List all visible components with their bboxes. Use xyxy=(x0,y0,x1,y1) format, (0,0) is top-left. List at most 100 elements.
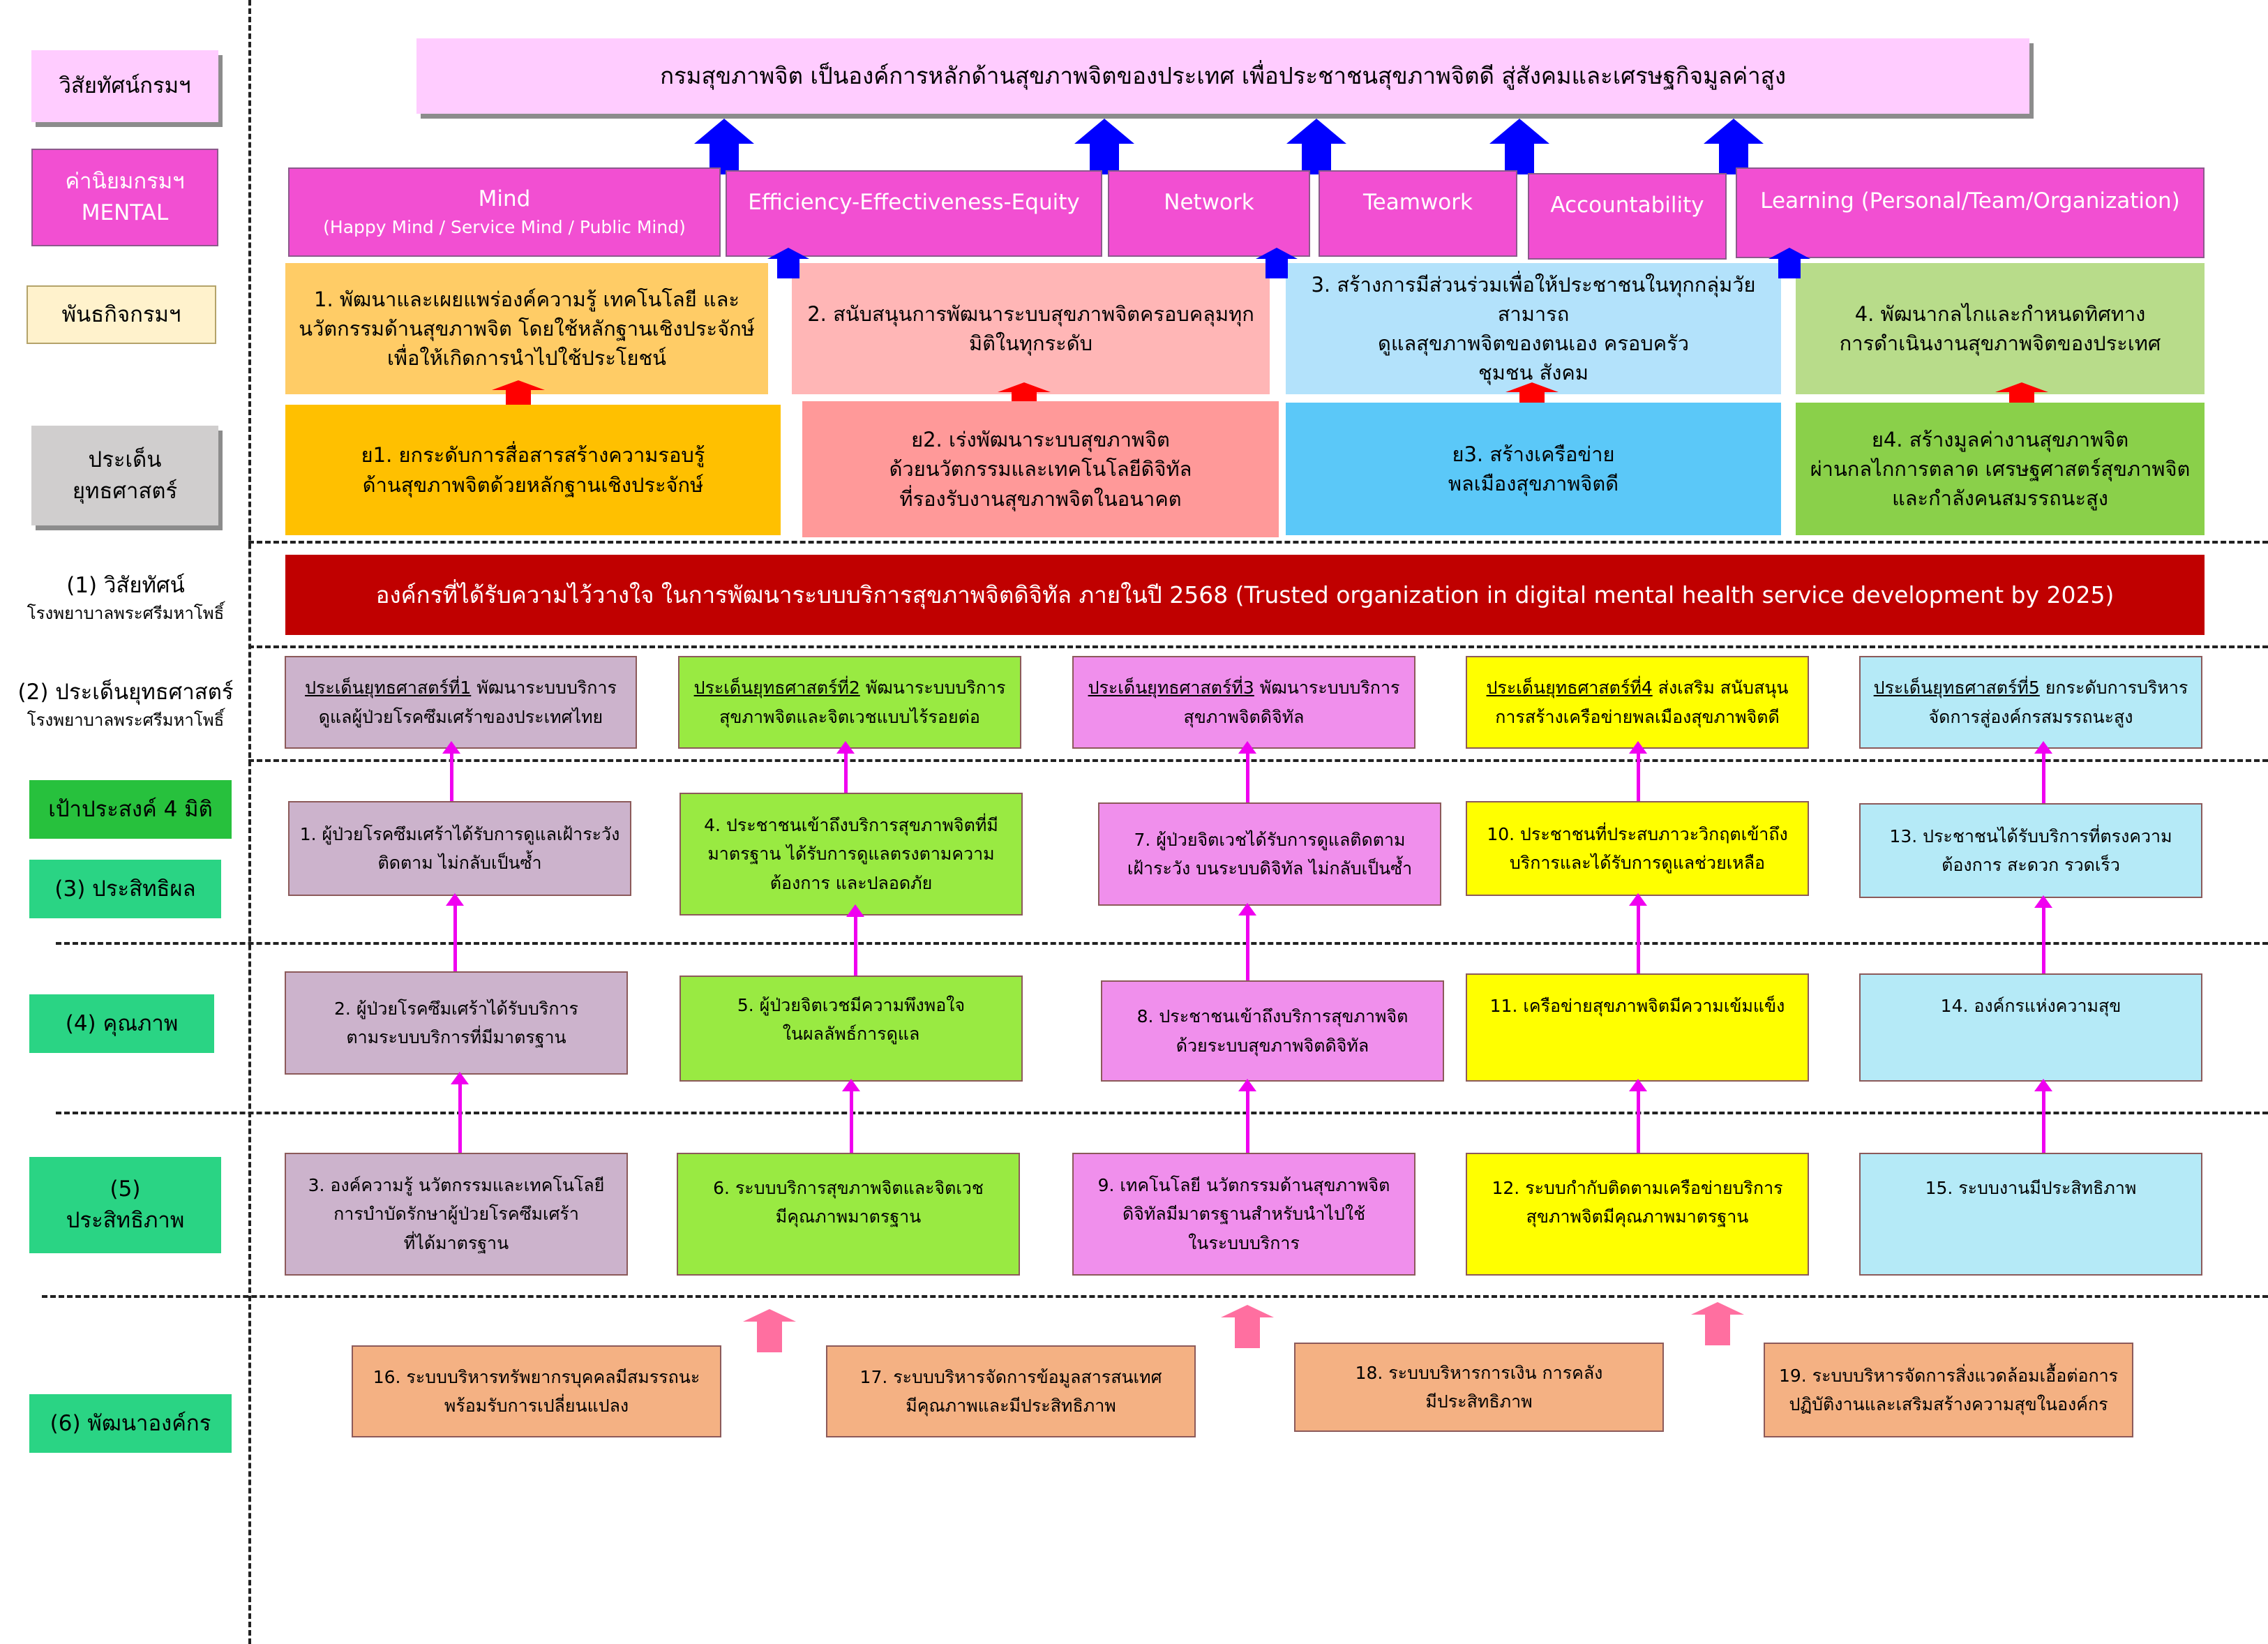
mission-text: 1. พัฒนาและเผยแพร่องค์ความรู้ เทคโนโลยี … xyxy=(314,287,739,311)
connector-arrow xyxy=(446,893,464,971)
value-subtitle: (Happy Mind / Service Mind / Public Mind… xyxy=(323,217,686,238)
connector-arrow xyxy=(442,741,460,801)
label-hospital-strategic-issues: (2) ประเด็นยุทธศาสตร์ โรงพยาบาลพระศรีมหา… xyxy=(10,673,241,736)
quality-goal-5: 5. ผู้ป่วยจิตเวชมีความพึงพอใจ ในผลลัพธ์ก… xyxy=(679,976,1023,1082)
goal-text: 7. ผู้ป่วยจิตเวชได้รับการดูแลติดตาม xyxy=(1134,829,1406,850)
goal-text: 15. ระบบงานมีประสิทธิภาพ xyxy=(1925,1178,2137,1198)
strategy-heading: ประเด็นยุทธศาสตร์ที่1 xyxy=(305,678,472,698)
goal-text: 10. ประชาชนที่ประสบภาวะวิกฤตเข้าถึง xyxy=(1487,823,1788,844)
goal-text: ด้วยระบบสุขภาพจิตดิจิทัล xyxy=(1176,1035,1369,1056)
mission-3: 3. สร้างการมีส่วนร่วมเพื่อให้ประชาชนในทุ… xyxy=(1286,263,1781,394)
strategy-heading: ประเด็นยุทธศาสตร์ที่5 xyxy=(1873,678,2040,698)
mission-text: 3. สร้างการมีส่วนร่วมเพื่อให้ประชาชนในทุ… xyxy=(1311,272,1756,326)
goal-text: มีคุณภาพมาตรฐาน xyxy=(775,1206,922,1227)
goal-text: 14. องค์กรแห่งความสุข xyxy=(1940,996,2121,1016)
connector-arrow xyxy=(2034,895,2052,973)
effectiveness-goal-1: 1. ผู้ป่วยโรคซึมเศร้าได้รับการดูแลเฝ้าระ… xyxy=(288,801,631,896)
mission-4: 4. พัฒนากลไกและกำหนดทิศทาง การดำเนินงานส… xyxy=(1796,263,2205,394)
connector-arrow xyxy=(1238,741,1256,802)
strategy-text: การสร้างเครือข่ายพลเมืองสุขภาพจิตดี xyxy=(1495,706,1780,727)
section-divider-line xyxy=(42,1295,2268,1298)
label-subtext: โรงพยาบาลพระศรีมหาโพธิ์ xyxy=(27,604,225,624)
goal-text: ติดตาม ไม่กลับเป็นซ้ำ xyxy=(377,853,542,873)
strategy-heading: ประเด็นยุทธศาสตร์ที่4 xyxy=(1486,678,1653,698)
goal-text: ต้องการ สะดวก รวดเร็ว xyxy=(1942,855,2120,875)
label-text: ประสิทธิภาพ xyxy=(66,1208,185,1233)
strategy-text: ที่รองรับงานสุขภาพจิตในอนาคต xyxy=(899,486,1182,511)
connector-arrow xyxy=(1629,893,1647,973)
label-effectiveness: (3) ประสิทธิผล xyxy=(29,860,221,918)
goal-text: 6. ระบบบริการสุขภาพจิตและจิตเวช xyxy=(713,1178,984,1198)
value-learning: Learning (Personal/Team/Organization) xyxy=(1736,167,2205,258)
goal-text: มาตรฐาน ได้รับการดูแลตรงตามความ xyxy=(707,844,995,865)
label-text: ประเด็น xyxy=(88,447,162,472)
label-text: วิสัยทัศน์กรมฯ xyxy=(59,73,191,99)
strategy-text: ย3. สร้างเครือข่าย xyxy=(1452,442,1615,466)
goal-text: ปฏิบัติงานและเสริมสร้างความสุขในองค์กร xyxy=(1789,1394,2108,1414)
goal-text: ในระบบบริการ xyxy=(1188,1232,1300,1253)
label-text: พันธกิจกรมฯ xyxy=(61,301,181,327)
goal-text: บริการและได้รับการดูแลช่วยเหลือ xyxy=(1509,853,1766,873)
effectiveness-goal-10: 10. ประชาชนที่ประสบภาวะวิกฤตเข้าถึง บริก… xyxy=(1466,801,1809,896)
label-text: (4) คุณภาพ xyxy=(65,1010,179,1036)
label-text: ค่านิยมกรมฯ xyxy=(65,169,185,195)
section-divider-line xyxy=(248,759,2268,762)
mission-text: มิติในทุกระดับ xyxy=(968,331,1092,355)
connector-arrow xyxy=(1629,741,1647,801)
efficiency-goal-12: 12. ระบบกำกับติดตามเครือข่ายบริการ สุขภา… xyxy=(1466,1153,1809,1276)
goal-text: 19. ระบบบริหารจัดการสิ่งแวดล้อมเอื้อต่อก… xyxy=(1778,1365,2119,1386)
goal-text: 5. ผู้ป่วยจิตเวชมีความพึงพอใจ xyxy=(737,995,966,1015)
up-arrow-icon xyxy=(1995,382,2048,413)
up-arrow-icon xyxy=(1286,119,1346,174)
connector-arrow xyxy=(2034,741,2052,803)
org-dev-goal-19: 19. ระบบบริหารจัดการสิ่งแวดล้อมเอื้อต่อก… xyxy=(1764,1343,2133,1437)
label-text: (1) วิสัยทัศน์ xyxy=(66,573,185,599)
strategy-text: พัฒนาระบบบริการ xyxy=(471,678,617,698)
hospital-vision-text: องค์กรที่ได้รับความไว้วางใจ ในการพัฒนาระ… xyxy=(375,581,2115,608)
strategy-text: สุขภาพจิตและจิตเวชแบบไร้รอยต่อ xyxy=(719,706,980,727)
value-mind: Mind (Happy Mind / Service Mind / Public… xyxy=(288,167,721,257)
efficiency-goal-15: 15. ระบบงานมีประสิทธิภาพ xyxy=(1859,1153,2202,1276)
quality-goal-14: 14. องค์กรแห่งความสุข xyxy=(1859,973,2202,1082)
strategy-text: ย2. เร่งพัฒนาระบบสุขภาพจิต xyxy=(911,428,1170,452)
connector-arrow xyxy=(836,741,855,793)
label-dept-values: ค่านิยมกรมฯ MENTAL xyxy=(31,149,218,246)
strategy-text: สุขภาพจิตดิจิทัล xyxy=(1183,706,1305,727)
label-text: (6) พัฒนาองค์กร xyxy=(50,1410,211,1436)
dept-strategy-2: ย2. เร่งพัฒนาระบบสุขภาพจิต ด้วยนวัตกรรมแ… xyxy=(802,401,1279,537)
goal-text: มีประสิทธิภาพ xyxy=(1425,1391,1533,1412)
label-text: MENTAL xyxy=(81,200,169,225)
value-network: Network xyxy=(1108,170,1310,257)
strategy-text: พลเมืองสุขภาพจิตดี xyxy=(1448,472,1619,495)
effectiveness-goal-13: 13. ประชาชนได้รับบริการที่ตรงความ ต้องกา… xyxy=(1859,803,2202,898)
strategy-text: พัฒนาระบบบริการ xyxy=(1254,678,1400,698)
strategy-text: พัฒนาระบบบริการ xyxy=(859,678,1006,698)
strategy-text: ยกระดับการบริหาร xyxy=(2039,678,2188,698)
label-text: ยุทธศาสตร์ xyxy=(72,478,178,504)
up-arrow-icon xyxy=(1256,248,1298,278)
connector-arrow xyxy=(1238,1079,1256,1153)
label-org-development: (6) พัฒนาองค์กร xyxy=(29,1394,232,1453)
value-title: Accountability xyxy=(1550,193,1704,218)
up-arrow-icon xyxy=(743,1309,796,1352)
goal-text: มีคุณภาพและมีประสิทธิภาพ xyxy=(906,1396,1116,1416)
efficiency-goal-3: 3. องค์ความรู้ นวัตกรรมและเทคโนโลยี การบ… xyxy=(285,1153,628,1276)
goal-text: 3. องค์ความรู้ นวัตกรรมและเทคโนโลยี xyxy=(308,1175,605,1196)
label-dept-vision: วิสัยทัศน์กรมฯ xyxy=(31,50,218,122)
quality-goal-8: 8. ประชาชนเข้าถึงบริการสุขภาพจิต ด้วยระบ… xyxy=(1101,980,1444,1082)
mission-text: การดำเนินงานสุขภาพจิตของประเทศ xyxy=(1839,331,2161,355)
mission-text: ชุมชน สังคม xyxy=(1478,361,1589,385)
quality-goal-11: 11. เครือข่ายสุขภาพจิตมีความเข้มแข็ง xyxy=(1466,973,1809,1082)
goal-text: 1. ผู้ป่วยโรคซึมเศร้าได้รับการดูแลเฝ้าระ… xyxy=(299,823,620,844)
label-efficiency: (5) ประสิทธิภาพ xyxy=(29,1157,221,1253)
strategy-text: ด้วยนวัตกรรมและเทคโนโลยีดิจิทัล xyxy=(889,457,1192,481)
label-four-dimension-goals: เป้าประสงค์ 4 มิติ xyxy=(29,780,232,839)
dept-vision-box: กรมสุขภาพจิต เป็นองค์การหลักด้านสุขภาพจิ… xyxy=(416,38,2029,114)
value-title: Mind xyxy=(478,186,531,212)
goal-text: 18. ระบบบริหารการเงิน การคลัง xyxy=(1355,1362,1603,1383)
efficiency-goal-9: 9. เทคโนโลยี นวัตกรรมด้านสุขภาพจิต ดิจิท… xyxy=(1072,1153,1415,1276)
mission-text: เพื่อให้เกิดการนำไปใช้ประโยชน์ xyxy=(386,346,667,371)
goal-text: 2. ผู้ป่วยโรคซึมเศร้าได้รับบริการ xyxy=(334,998,578,1019)
goal-text: สุขภาพจิตมีคุณภาพมาตรฐาน xyxy=(1526,1206,1749,1227)
strategy-text: จัดการสู่องค์กรสมรรถนะสูง xyxy=(1928,706,2133,727)
